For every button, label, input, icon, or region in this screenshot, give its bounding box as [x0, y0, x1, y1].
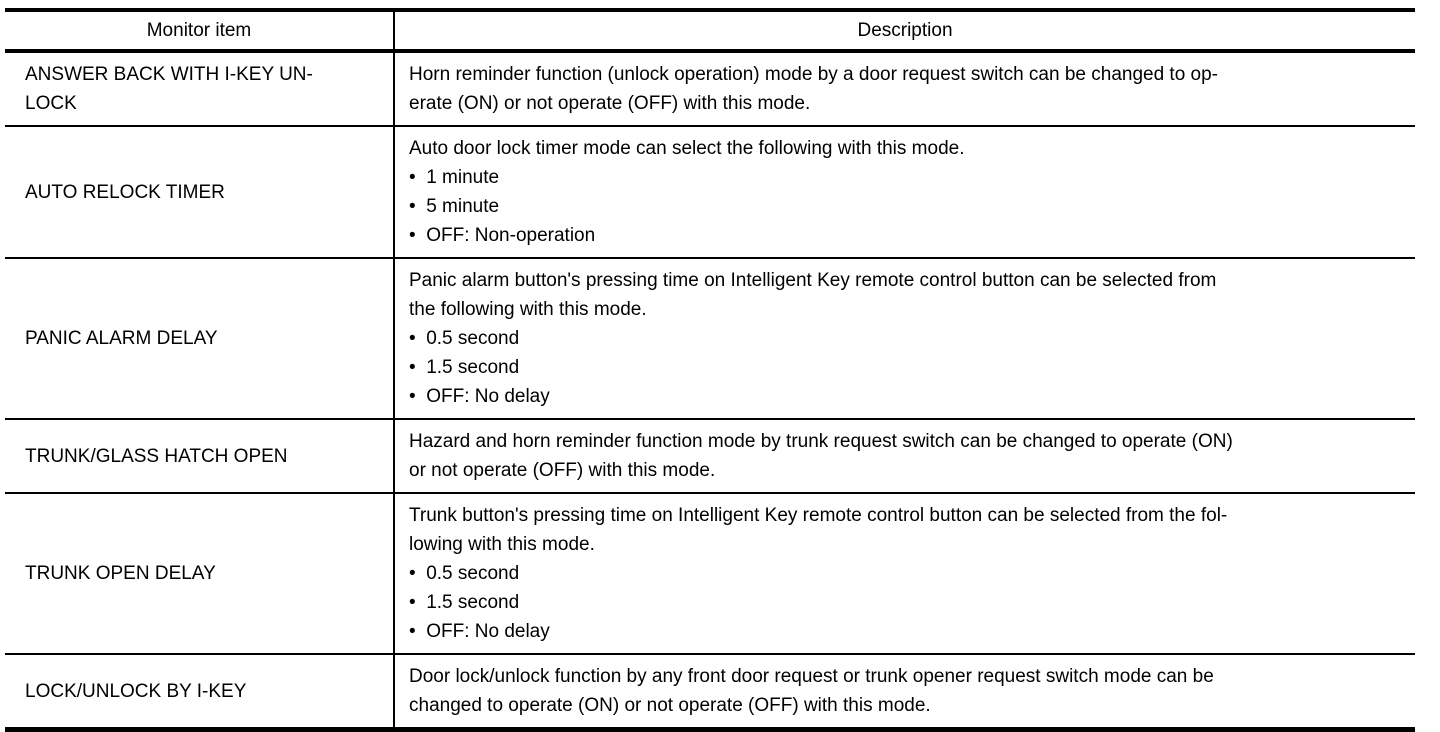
description-cell: Auto door lock timer mode can select the… [394, 126, 1415, 259]
column-header-monitor-item: Monitor item [5, 10, 395, 53]
monitor-item-cell: LOCK/UNLOCK BY I-KEY [5, 654, 395, 730]
table-row-trunk-open-delay: TRUNK OPEN DELAY Trunk button's pressing… [5, 493, 1415, 655]
monitor-item-cell: TRUNK/GLASS HATCH OPEN [5, 419, 395, 494]
description-cell: Horn reminder function (unlock operation… [394, 51, 1415, 127]
table-row-answer-back-with-i-key-unlock: ANSWER BACK WITH I-KEY UN- LOCK Horn rem… [5, 51, 1415, 127]
monitor-item-cell: TRUNK OPEN DELAY [5, 493, 395, 655]
column-header-description: Description [394, 10, 1415, 53]
description-cell: Panic alarm button's pressing time on In… [394, 258, 1415, 420]
monitor-item-table: Monitor item Description ANSWER BACK WIT… [5, 8, 1415, 732]
table-row-auto-relock-timer: AUTO RELOCK TIMER Auto door lock timer m… [5, 126, 1415, 259]
monitor-item-cell: AUTO RELOCK TIMER [5, 126, 395, 259]
description-cell: Trunk button's pressing time on Intellig… [394, 493, 1415, 655]
table-row-panic-alarm-delay: PANIC ALARM DELAY Panic alarm button's p… [5, 258, 1415, 420]
table-header-row: Monitor item Description [5, 10, 1415, 53]
table-row-trunk-glass-hatch-open: TRUNK/GLASS HATCH OPEN Hazard and horn r… [5, 419, 1415, 494]
description-cell: Hazard and horn reminder function mode b… [394, 419, 1415, 494]
table-row-lock-unlock-by-i-key: LOCK/UNLOCK BY I-KEY Door lock/unlock fu… [5, 654, 1415, 730]
monitor-item-cell: PANIC ALARM DELAY [5, 258, 395, 420]
description-cell: Door lock/unlock function by any front d… [409, 666, 1214, 716]
monitor-item-cell: ANSWER BACK WITH I-KEY UN- LOCK [5, 51, 395, 127]
